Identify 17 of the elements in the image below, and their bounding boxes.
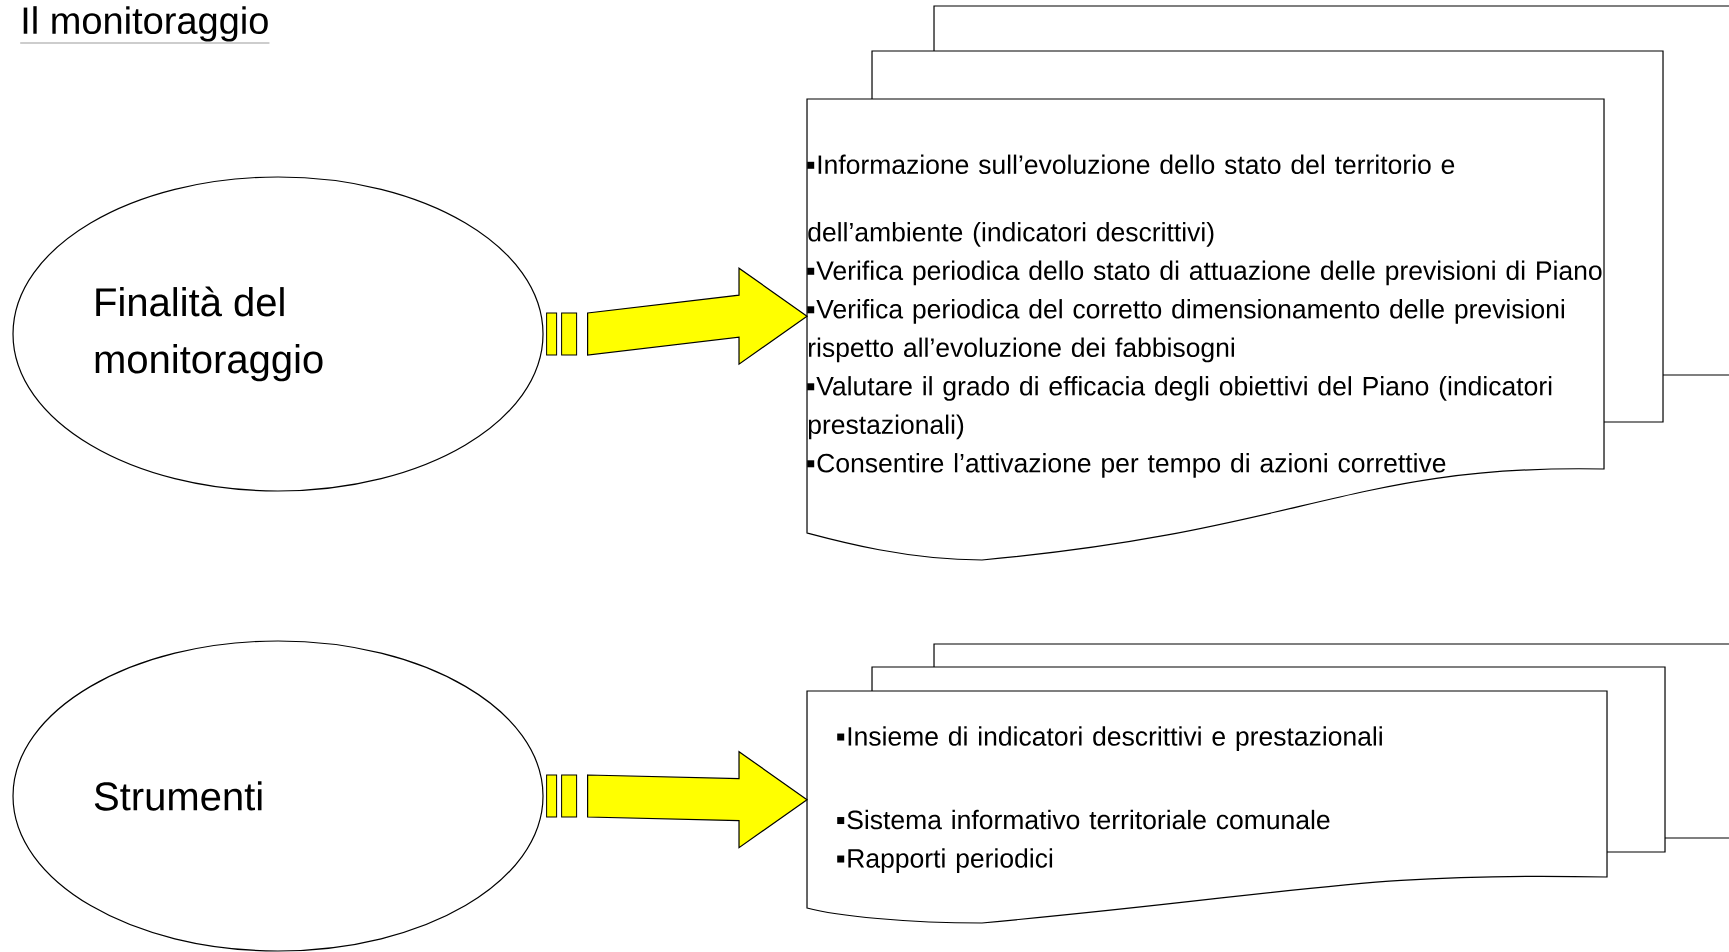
bullet-item: Insieme di indicatori descrittivi e prestazionali — [837, 726, 1382, 752]
block-arrow — [546, 267, 809, 366]
document-box — [806, 98, 1605, 561]
ellipse-label: Finalità del monitoraggio — [95, 286, 323, 382]
bullet-item: Rapporti periodici — [837, 848, 1053, 874]
ellipse-label: Strumenti — [94, 781, 262, 811]
document-box — [806, 690, 1608, 924]
bullet-item: Valutare il grado di efficacia degli obiettivi del Piano (indicatori prestazionali) — [807, 376, 1552, 440]
bullet-item: Sistema informativo territoriale comunale — [837, 809, 1330, 830]
bullet-item: Consentire l’attivazione per tempo di azioni correttive — [807, 453, 1446, 478]
ellipse — [12, 640, 544, 952]
block-arrow — [546, 750, 809, 849]
title: Il monitoraggio — [20, 6, 270, 44]
ellipse — [12, 176, 544, 492]
bullet-item: Verifica periodica del corretto dimensionamento delle previsioni rispetto all’evoluzione dei fabbisogni — [807, 299, 1564, 363]
bullet-item: Verifica periodica dello stato di attuazione delle previsioni di Piano — [807, 260, 1602, 286]
bullet-item: Informazione sull’evoluzione dello stato del territorio e dell’ambiente (indicatori descrittivi) — [807, 154, 1455, 247]
